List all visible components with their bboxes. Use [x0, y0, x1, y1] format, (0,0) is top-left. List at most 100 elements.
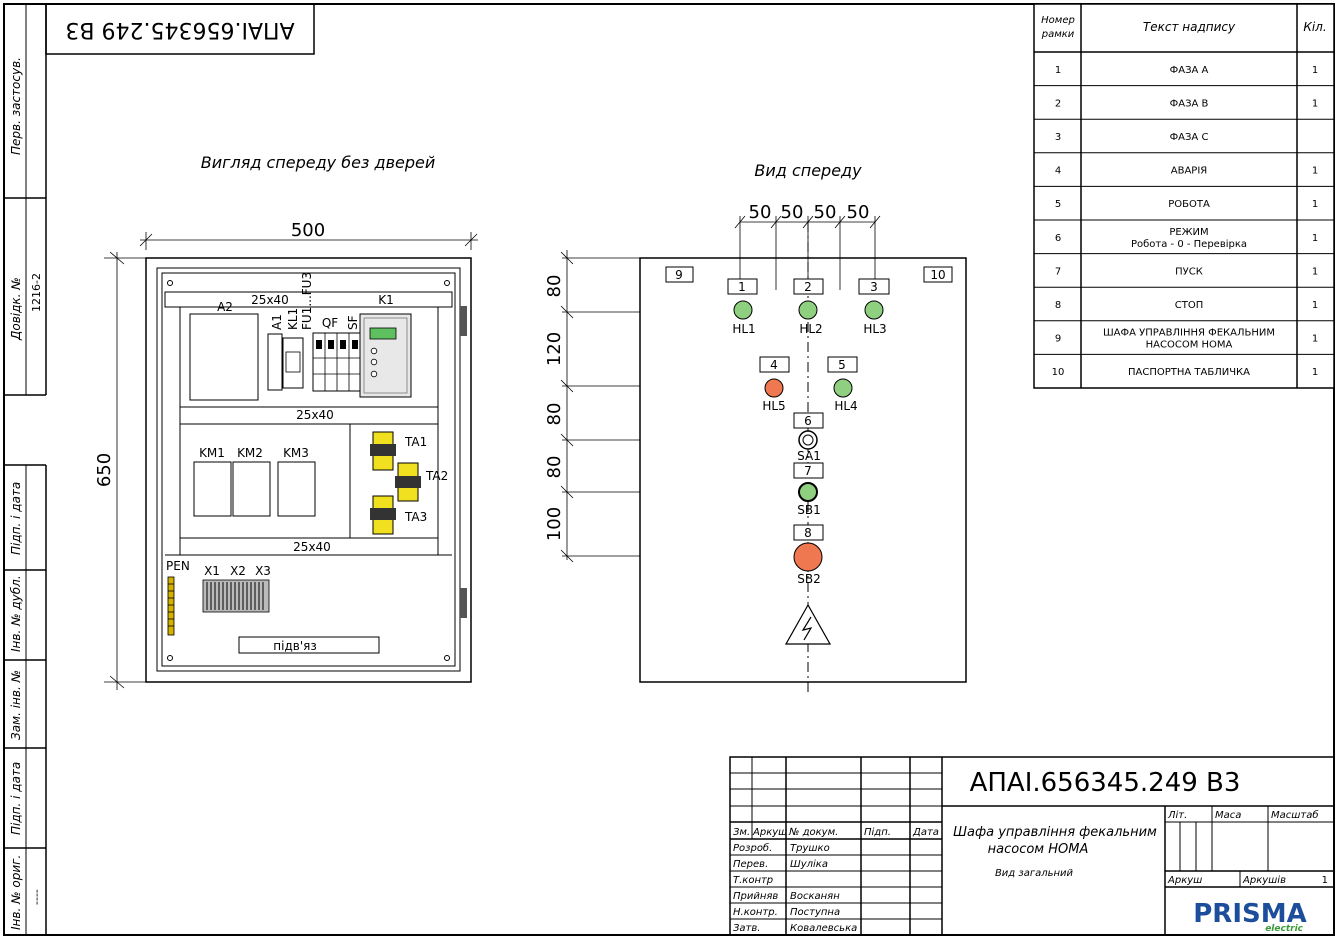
table-row-text-line2: НАСОСОМ НОМА — [1146, 340, 1233, 351]
table-row-qty: 1 — [1312, 266, 1318, 277]
hl2-label: HL2 — [799, 322, 822, 336]
table-row-text: ФАЗА В — [1170, 98, 1209, 109]
door-outline — [639, 257, 967, 683]
table-row-qty: 1 — [1312, 300, 1318, 311]
table-row-number: 6 — [1055, 233, 1061, 244]
pidp-data-2-label: Підп. і дата — [9, 762, 23, 835]
col-pidp: Підп. — [864, 826, 891, 838]
ta3-label: TA3 — [404, 510, 427, 524]
cable-entry-box — [238, 636, 380, 654]
ta2-transformer — [395, 462, 421, 502]
doc-code-mirrored: АПАІ.656345.249 В3 — [65, 17, 294, 42]
logo-text: PRISMA — [1193, 899, 1306, 929]
signer-name: Трушко — [790, 843, 830, 854]
table-row-text: СТОП — [1175, 300, 1203, 311]
prisma-logo: PRISMA electric — [1193, 899, 1306, 934]
frame-8: 8 — [804, 526, 812, 540]
ta1-transformer — [370, 431, 396, 471]
table-row-text: ШАФА УПРАВЛІННЯ ФЕКАЛЬНИМ — [1103, 328, 1275, 339]
zam-inv-label: Зам. інв. № — [9, 670, 23, 740]
ta2-label: TA2 — [425, 469, 448, 483]
table-row-qty: 1 — [1312, 334, 1318, 345]
a2-label: A2 — [217, 300, 233, 314]
signer-role: Н.контр. — [733, 907, 778, 918]
table-row-text: РЕЖИМ — [1169, 227, 1208, 238]
table-row-number: 8 — [1055, 300, 1061, 311]
frame-6: 6 — [804, 414, 812, 428]
signer-role: Затв. — [733, 923, 760, 934]
table-row-qty: 1 — [1312, 98, 1318, 109]
button-sb2 — [793, 542, 823, 572]
table-row-number: 5 — [1055, 199, 1061, 210]
title-block: АПАІ.656345.249 В3 Шафа управління фекал… — [729, 756, 1335, 936]
ta1-label: TA1 — [404, 435, 427, 449]
lamp-hl5 — [764, 378, 784, 398]
header-nomer-line1: Номер — [1041, 15, 1075, 26]
x1-label: X1 — [204, 564, 220, 578]
masshtab-label: Масштаб — [1271, 809, 1319, 821]
km2-contactor — [232, 461, 271, 517]
table-row-text: АВАРІЯ — [1171, 166, 1207, 177]
frame-10: 10 — [930, 268, 945, 282]
title-block-code: АПАІ.656345.249 В3 — [970, 768, 1241, 798]
frame-4: 4 — [770, 358, 778, 372]
a1-device — [267, 333, 283, 391]
table-row-number: 4 — [1055, 166, 1061, 177]
inv-dubl-label: Інв. № дубл. — [9, 575, 23, 652]
pen-bar — [167, 576, 175, 636]
k1-label: K1 — [378, 293, 394, 307]
table-row-number: 7 — [1055, 266, 1061, 277]
front-view-no-door: Вигляд спереду без дверей 500 650 25x40 — [94, 153, 478, 690]
lamp-hl3 — [864, 300, 884, 320]
hinge-top — [460, 306, 467, 336]
arkushiv-label: Аркушів — [1242, 874, 1286, 886]
sb2-label: SB2 — [797, 572, 820, 586]
arkushiv-value: 1 — [1322, 875, 1328, 886]
signer-role: Т.контр — [733, 875, 773, 886]
hinge-bottom — [460, 588, 467, 618]
masa-label: Маса — [1215, 810, 1241, 821]
hl1-label: HL1 — [732, 322, 755, 336]
col-arkush: Аркуш — [752, 827, 787, 838]
frame-7: 7 — [804, 464, 812, 478]
frame-2: 2 — [804, 280, 812, 294]
dim-width-500: 500 — [291, 220, 325, 241]
dim-top-4: 50 — [847, 202, 870, 223]
signer-role: Перев. — [733, 859, 768, 870]
k1-controller — [359, 313, 412, 398]
pen-label: PEN — [166, 559, 190, 573]
title-block-name-line1: Шафа управління фекальним — [953, 825, 1157, 840]
km2-label: KM2 — [237, 446, 263, 460]
table-row-number: 1 — [1055, 65, 1061, 76]
kl1-label: KL1 — [286, 308, 300, 330]
enclosure-outline — [145, 257, 472, 683]
dim-top-2: 50 — [781, 202, 804, 223]
terminal-block — [202, 579, 270, 613]
lit-label: Літ. — [1167, 809, 1187, 821]
dim-left-3: 80 — [544, 403, 565, 426]
sheet-border — [3, 3, 1335, 936]
table-row-qty: 1 — [1312, 199, 1318, 210]
table-row-qty: 1 — [1312, 166, 1318, 177]
k1-display — [369, 327, 397, 340]
table-row-text: РОБОТА — [1168, 199, 1210, 210]
front-view-title: Вид спереду — [754, 161, 862, 180]
lamp-hl2 — [798, 300, 818, 320]
table-row-qty: 1 — [1312, 233, 1318, 244]
table-row-text-line2: Робота - 0 - Перевірка — [1131, 238, 1247, 250]
dim-left-1: 80 — [544, 275, 565, 298]
table-row-qty: 1 — [1312, 367, 1318, 378]
table-row-number: 2 — [1055, 98, 1061, 109]
signer-name: Ковалевська — [790, 923, 857, 934]
ta3-transformer — [370, 495, 396, 535]
rail-3-label: 25x40 — [293, 540, 331, 554]
button-sb1 — [798, 482, 818, 502]
lamp-hl4 — [833, 378, 853, 398]
signer-name: Шуліка — [790, 858, 828, 870]
rail-2-label: 25x40 — [296, 408, 334, 422]
lamp-hl1 — [733, 300, 753, 320]
km1-contactor — [193, 461, 232, 517]
fu-label: FU1...FU3 — [300, 272, 314, 330]
table-row-number: 3 — [1055, 132, 1061, 143]
